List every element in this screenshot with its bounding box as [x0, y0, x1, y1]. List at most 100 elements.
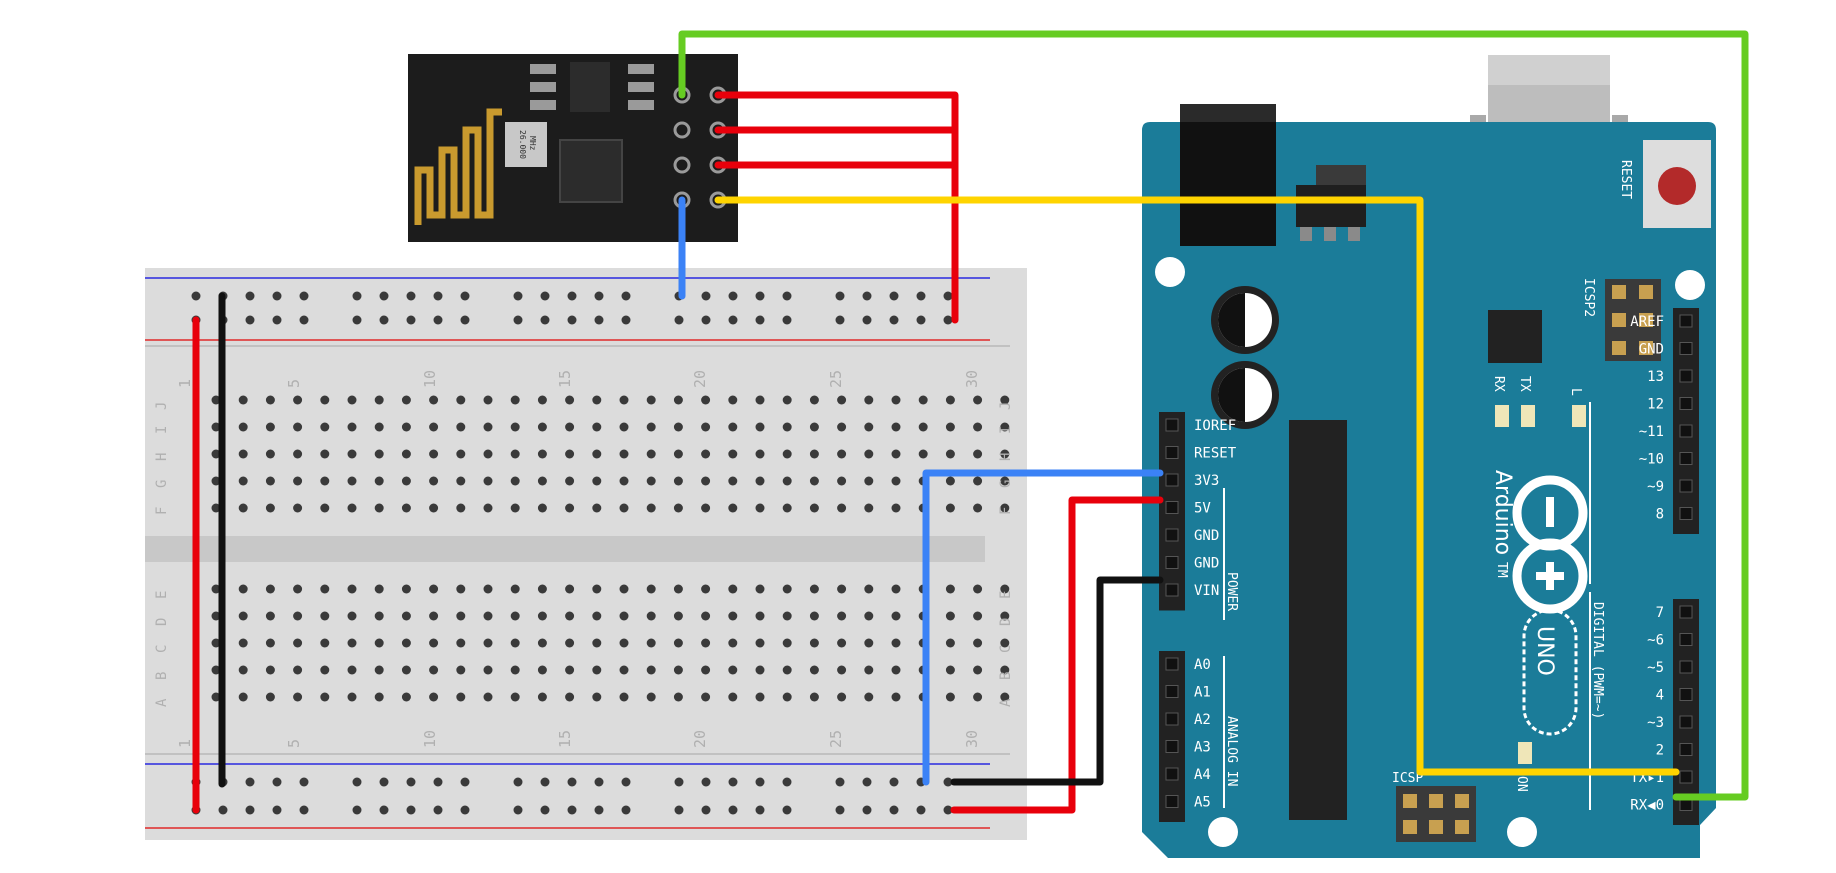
icsp2-header	[1605, 279, 1661, 361]
rail-hole	[621, 315, 631, 325]
rail-hole	[245, 777, 255, 787]
breadboard-hole	[864, 611, 874, 621]
breadboard-hole	[646, 476, 656, 486]
breadboard-hole	[238, 503, 248, 513]
rail-hole	[567, 805, 577, 815]
rail-hole	[433, 291, 443, 301]
breadboard-hole	[619, 449, 629, 459]
wire-blue-arduino-reset	[922, 469, 1164, 786]
breadboard-hole	[728, 665, 738, 675]
rail-hole	[352, 805, 362, 815]
pcb-antenna-trace	[414, 108, 502, 225]
header-pin	[1679, 452, 1693, 465]
pin-label: GND	[1194, 528, 1219, 544]
breadboard-hole	[891, 692, 901, 702]
breadboard-hole	[429, 665, 439, 675]
breadboard-hole	[864, 665, 874, 675]
breadboard-hole	[782, 476, 792, 486]
col-number-top: 15	[556, 370, 574, 388]
mounting-hole	[1155, 257, 1185, 287]
breadboard-hole	[701, 638, 711, 648]
row-letter: J	[998, 402, 1014, 410]
breadboard-hole	[728, 692, 738, 702]
uno-model-text: UNO	[1532, 626, 1557, 676]
breadboard-hole	[1000, 665, 1010, 675]
breadboard-hole	[1000, 692, 1010, 702]
row-letter: F	[998, 507, 1014, 515]
breadboard-hole	[973, 422, 983, 432]
rail-hole	[701, 291, 711, 301]
breadboard-hole	[429, 395, 439, 405]
breadboard-hole	[565, 692, 575, 702]
breadboard-hole	[456, 422, 466, 432]
breadboard-hole	[592, 449, 602, 459]
breadboard-hole	[429, 611, 439, 621]
breadboard-hole	[456, 665, 466, 675]
rail-hole	[728, 291, 738, 301]
rail-hole	[299, 777, 309, 787]
breadboard-hole	[891, 611, 901, 621]
rail-hole	[889, 777, 899, 787]
breadboard-hole	[510, 638, 520, 648]
capacitor	[1211, 286, 1279, 354]
breadboard-hole	[374, 422, 384, 432]
wire-black-arduino-gnd	[950, 576, 1164, 786]
breadboard-hole	[864, 692, 874, 702]
breadboard-hole	[374, 692, 384, 702]
breadboard-hole	[565, 503, 575, 513]
breadboard-hole	[320, 692, 330, 702]
reset-label: RESET	[1618, 160, 1633, 199]
rail-hole	[218, 805, 228, 815]
header-pin	[1165, 556, 1179, 569]
header-pin	[1679, 369, 1693, 383]
header-pin	[1679, 770, 1693, 784]
rail-hole	[299, 315, 309, 325]
reset-button[interactable]	[1643, 140, 1711, 228]
breadboard-hole	[401, 476, 411, 486]
breadboard-hole	[320, 395, 330, 405]
voltage-regulator	[1316, 165, 1366, 185]
breadboard-hole	[537, 638, 547, 648]
rail-hole	[567, 291, 577, 301]
breadboard-hole	[347, 638, 357, 648]
dc-jack-top	[1180, 104, 1276, 122]
pin-label: 3V3	[1194, 473, 1219, 489]
wire-green-esp-tx	[678, 30, 1749, 801]
col-number-bottom: 20	[691, 730, 709, 748]
breadboard-hole	[483, 692, 493, 702]
breadboard-hole	[837, 638, 847, 648]
icsp2-label: ICSP2	[1581, 278, 1596, 317]
breadboard-hole	[483, 638, 493, 648]
rail-hole	[835, 805, 845, 815]
breadboard-hole	[483, 395, 493, 405]
breadboard-hole	[809, 611, 819, 621]
breadboard-hole	[973, 449, 983, 459]
breadboard-hole	[755, 692, 765, 702]
breadboard-hole	[293, 665, 303, 675]
rail-hole	[460, 805, 470, 815]
rail-hole	[245, 805, 255, 815]
breadboard-hole	[456, 584, 466, 594]
breadboard-hole	[429, 422, 439, 432]
breadboard-hole	[755, 584, 765, 594]
crystal-text: MHz	[528, 136, 537, 151]
breadboard-hole	[755, 638, 765, 648]
breadboard-hole	[646, 665, 656, 675]
breadboard-hole	[973, 665, 983, 675]
header-pin	[1165, 583, 1179, 597]
breadboard-hole	[347, 692, 357, 702]
row-letter: H	[998, 453, 1014, 461]
breadboard-hole	[646, 638, 656, 648]
header-pin	[1679, 342, 1693, 355]
crystal	[505, 122, 547, 167]
rail-hole	[191, 291, 201, 301]
header-strip	[1673, 308, 1699, 534]
header-pin	[1165, 712, 1179, 726]
header-pin	[1165, 528, 1179, 542]
digital-group-label: DIGITAL (PWM=~)	[1590, 602, 1605, 719]
esp8266-pins	[673, 86, 727, 209]
breadboard-hole	[728, 584, 738, 594]
breadboard-hole	[510, 449, 520, 459]
